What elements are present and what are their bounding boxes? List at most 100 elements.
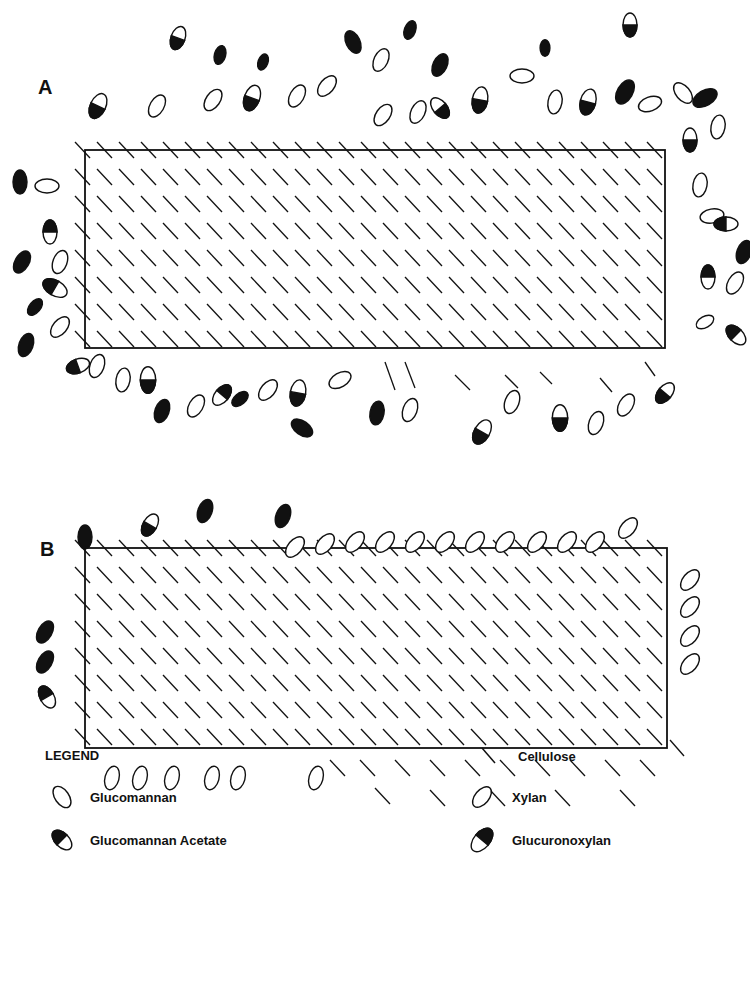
- cellulose-chain: [317, 331, 332, 347]
- acetylated-molecule: [138, 511, 162, 539]
- cellulose-chain: [207, 729, 222, 745]
- cellulose-chain: [273, 169, 288, 185]
- cellulose-chain: [229, 169, 244, 185]
- cellulose-chain: [559, 169, 574, 185]
- cellulose-chain: [625, 169, 640, 185]
- cellulose-chain: [207, 331, 222, 347]
- cellulose-chain: [490, 790, 505, 806]
- cellulose-chain: [471, 729, 486, 745]
- cellulose-chain: [471, 648, 486, 664]
- cellulose-chain: [427, 196, 442, 212]
- glucomannan-molecule: [614, 391, 638, 419]
- acetylated-molecule: [714, 217, 738, 231]
- cellulose-chain: [163, 729, 178, 745]
- glucomannan-molecule: [370, 46, 393, 74]
- cellulose-chain: [185, 675, 200, 691]
- cellulose-chain: [471, 223, 486, 239]
- cellulose-chain: [395, 760, 410, 776]
- cellulose-chain: [251, 648, 266, 664]
- cellulose-chain: [141, 648, 156, 664]
- cellulose-chain: [141, 169, 156, 185]
- glucomannan-molecule: [342, 528, 368, 555]
- glucuronoxylan-molecule: [10, 248, 34, 276]
- cellulose-chain: [427, 223, 442, 239]
- cellulose-chain: [273, 648, 288, 664]
- cellulose-chain: [383, 277, 398, 293]
- cellulose-chain: [185, 304, 200, 320]
- cellulose-chain: [383, 567, 398, 583]
- glucomannan-molecule: [510, 69, 534, 83]
- cellulose-chain: [455, 375, 470, 390]
- glucomannan-molecule: [636, 93, 663, 114]
- cellulose-chain: [505, 375, 518, 388]
- cellulose-chain: [581, 223, 596, 239]
- glucomannan-molecule: [312, 530, 338, 557]
- glucomannan-molecule: [49, 248, 70, 275]
- cellulose-chain: [427, 648, 442, 664]
- cellulose-chain: [339, 277, 354, 293]
- cellulose-chain: [119, 196, 134, 212]
- cellulose-chain: [449, 169, 464, 185]
- cellulose-chain: [273, 277, 288, 293]
- cellulose-chain: [97, 223, 112, 239]
- cellulose-chain: [339, 729, 354, 745]
- glucomannan-molecule: [462, 528, 488, 555]
- cellulose-chain: [273, 567, 288, 583]
- cellulose-chain: [273, 675, 288, 691]
- glucomannan-molecule: [402, 528, 428, 555]
- cellulose-chain: [515, 621, 530, 637]
- cellulose-chain: [449, 223, 464, 239]
- cellulose-chain: [207, 675, 222, 691]
- cellulose-chain: [515, 567, 530, 583]
- cellulose-chain: [493, 331, 508, 347]
- cellulose-chain: [405, 250, 420, 266]
- cellulose-chain: [339, 567, 354, 583]
- cellulose-chain: [647, 331, 662, 347]
- cellulose-chain: [537, 729, 552, 745]
- cellulose-chain: [185, 729, 200, 745]
- cellulose-chain: [119, 621, 134, 637]
- cellulose-chain: [229, 621, 244, 637]
- glucuronoxylan-molecule: [733, 238, 750, 265]
- glucomannan-molecule: [114, 367, 132, 393]
- cellulose-chain: [625, 729, 640, 745]
- cellulose-chain: [207, 196, 222, 212]
- cellulose-chain: [493, 729, 508, 745]
- glucuronoxylan-molecule: [25, 296, 46, 318]
- cellulose-chain: [141, 304, 156, 320]
- cellulose-chain: [361, 223, 376, 239]
- glucomannan-molecule: [162, 765, 182, 792]
- cellulose-chain: [537, 621, 552, 637]
- cellulose-chain: [141, 277, 156, 293]
- cellulose-chain: [427, 331, 442, 347]
- cellulose-chain: [273, 304, 288, 320]
- cellulose-chain: [645, 362, 655, 376]
- cellulose-chain: [207, 169, 222, 185]
- cellulose-chain: [119, 675, 134, 691]
- cellulose-chain: [119, 223, 134, 239]
- cellulose-chain: [559, 196, 574, 212]
- cellulose-chain: [603, 621, 618, 637]
- glucuronoxylan-molecule: [540, 40, 550, 57]
- cellulose-chain: [603, 675, 618, 691]
- glucomannan-molecule: [469, 783, 495, 810]
- cellulose-chain: [515, 196, 530, 212]
- glucomannan-molecule: [615, 514, 641, 541]
- cellulose-chain: [229, 277, 244, 293]
- cellulose-chain: [471, 567, 486, 583]
- cellulose-chain: [405, 675, 420, 691]
- cellulose-chain: [119, 594, 134, 610]
- cellulose-chain: [185, 223, 200, 239]
- cellulose-chain: [647, 196, 662, 212]
- cellulose-chain: [273, 223, 288, 239]
- cellulose-chain: [537, 567, 552, 583]
- cellulose-chain: [537, 594, 552, 610]
- cellulose-chain: [361, 675, 376, 691]
- acetylated-molecule: [469, 417, 496, 448]
- cellulose-chain: [647, 621, 662, 637]
- cellulose-chain: [405, 304, 420, 320]
- cellulose-chain: [251, 169, 266, 185]
- cellulose-chain: [625, 567, 640, 583]
- glucomannan-molecule: [582, 528, 608, 555]
- cellulose-chain: [361, 702, 376, 718]
